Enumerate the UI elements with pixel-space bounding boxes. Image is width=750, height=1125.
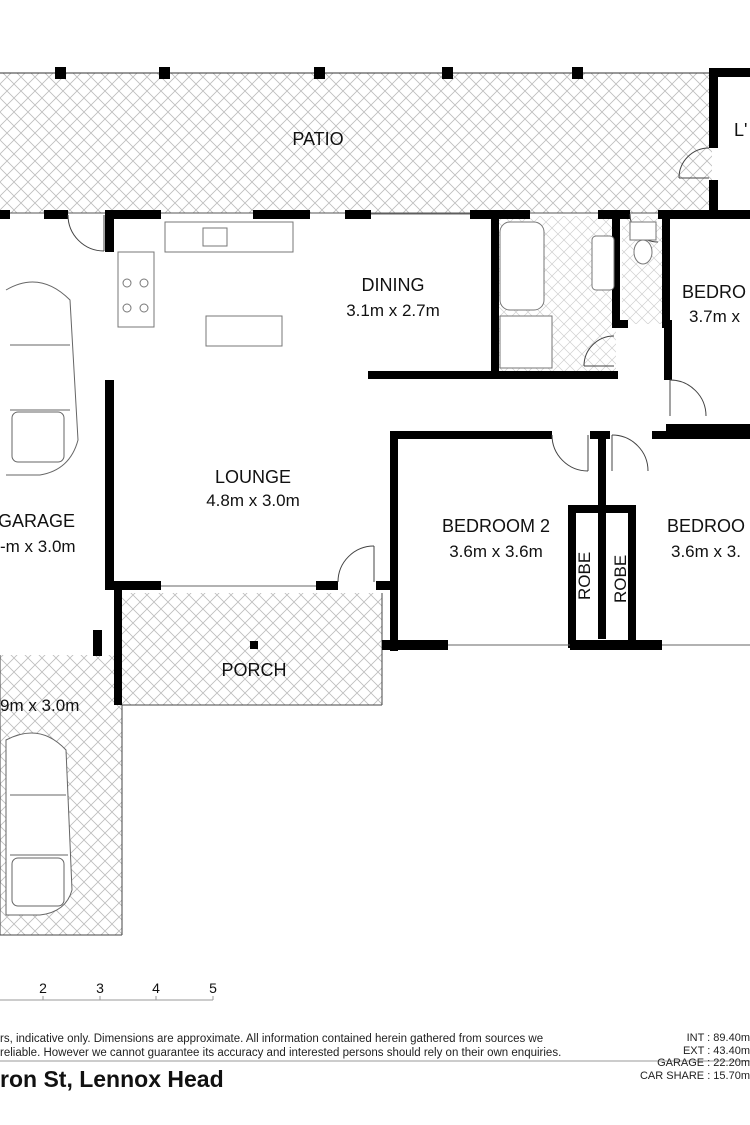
bedroom1-dims: 3.7m x: [689, 307, 741, 326]
carshare-dims: 9m x 3.0m: [0, 696, 79, 715]
garage-car: [5, 281, 79, 476]
door-swings: [67, 213, 707, 583]
area-carshare: CAR SHARE : 15.70m: [639, 1069, 750, 1082]
scale-tick-5: 5: [209, 980, 217, 996]
lounge-dims: 4.8m x 3.0m: [206, 491, 300, 510]
bathroom-fixtures: [499, 221, 657, 369]
scale-tick-3: 3: [96, 980, 104, 996]
robe-a-label: ROBE: [575, 552, 594, 600]
bedroom3-label: BEDROO: [667, 516, 745, 536]
area-ext: EXT : 43.40m: [682, 1044, 750, 1057]
area-summary: INT : 89.40m EXT : 43.40m GARAGE : 22.20…: [640, 1032, 750, 1082]
bedroom3-dims: 3.6m x 3.: [671, 542, 741, 561]
property-address: ron St, Lennox Head: [0, 1066, 224, 1092]
walls: [0, 210, 750, 705]
bedroom1-label: BEDRO: [682, 282, 746, 302]
dining-dims: 3.1m x 2.7m: [346, 301, 440, 320]
carshare-car: [5, 732, 73, 916]
dining-label: DINING: [362, 275, 425, 295]
kitchen-fixtures: [117, 221, 294, 347]
disclaimer-line-1: rs, indicative only. Dimensions are appr…: [0, 1033, 544, 1045]
scale-tick-4: 4: [152, 980, 160, 996]
scale-bar: 2 3 4 5: [0, 980, 217, 1001]
patio-label: PATIO: [292, 129, 343, 149]
laundry-label: L': [734, 120, 747, 140]
scale-tick-2: 2: [39, 980, 47, 996]
area-garage: GARAGE : 22.20m: [657, 1057, 750, 1070]
garage-label: GARAGE: [0, 511, 75, 531]
garage-dims: -m x 3.0m: [0, 537, 76, 556]
porch-label: PORCH: [221, 660, 286, 680]
robe-b-label: ROBE: [611, 555, 630, 603]
laundry-walls: [678, 68, 750, 216]
area-int: INT : 89.40m: [686, 1032, 750, 1044]
bedroom2-label: BEDROOM 2: [442, 516, 550, 536]
lounge-label: LOUNGE: [215, 467, 291, 487]
disclaimer: rs, indicative only. Dimensions are appr…: [0, 1032, 561, 1060]
bedroom2-dims: 3.6m x 3.6m: [449, 542, 543, 561]
patio-area: [0, 67, 712, 214]
disclaimer-line-2: reliable. However we cannot guarantee it…: [0, 1047, 562, 1059]
